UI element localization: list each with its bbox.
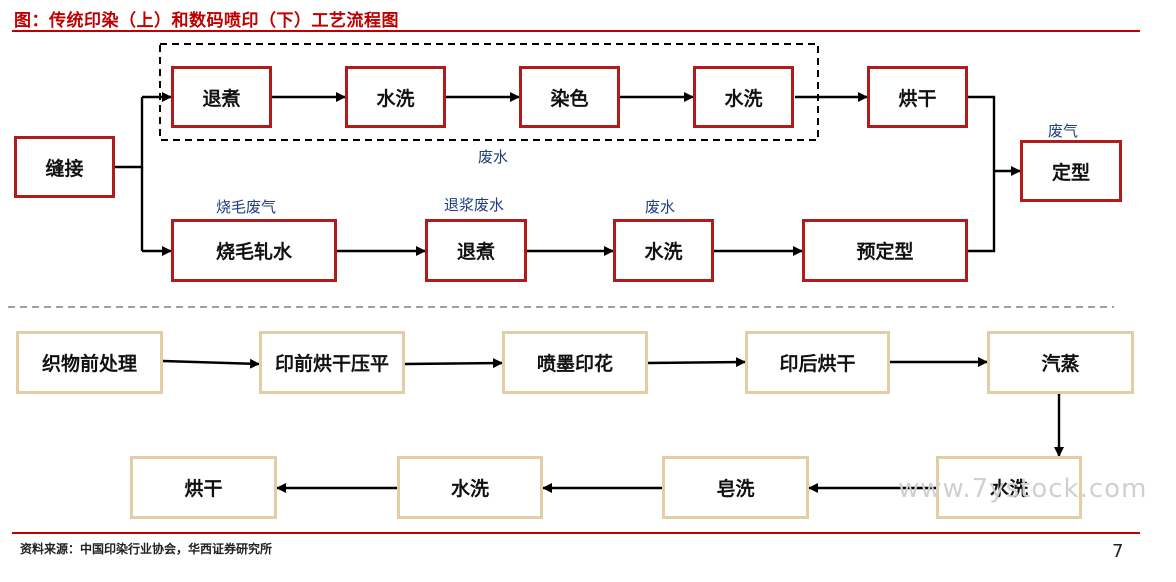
digital-step-8-box: 水洗 xyxy=(397,456,543,519)
digital-step-7-box: 皂洗 xyxy=(662,456,809,519)
footer-rule xyxy=(12,532,1140,534)
digital-step-1-box: 织物前处理 xyxy=(16,331,163,394)
watermark: www.7ystock.com xyxy=(898,474,1148,504)
step-top-1-box: 退煮 xyxy=(171,66,272,128)
step-top-2-box: 水洗 xyxy=(345,66,446,128)
waste-note-wash: 废水 xyxy=(645,198,676,216)
split-connector xyxy=(114,97,144,169)
arrow xyxy=(162,358,260,369)
step-bottom-4-box: 预定型 xyxy=(802,219,968,282)
waste-note-desize: 退浆废水 xyxy=(444,196,505,214)
step-bottom-2-box: 退煮 xyxy=(425,219,527,282)
source-note: 资料来源：中国印染行业协会，华西证券研究所 xyxy=(20,542,273,556)
dashed-group-frame xyxy=(159,43,819,141)
merge-connector-bottom xyxy=(968,171,996,253)
digital-step-3-box: 喷墨印花 xyxy=(502,331,648,394)
figure-title: 图：传统印染（上）和数码喷印（下）工艺流程图 xyxy=(14,11,399,31)
step-top-3-box: 染色 xyxy=(519,66,620,128)
step-top-4-box: 水洗 xyxy=(693,66,794,128)
step-bottom-3-box: 水洗 xyxy=(613,219,714,282)
step-start-box: 缝接 xyxy=(14,136,115,198)
arrow xyxy=(647,357,746,368)
digital-step-6-box: 水洗 xyxy=(936,456,1082,519)
step-top-5-box: 烘干 xyxy=(867,66,968,128)
arrow xyxy=(404,358,503,369)
digital-step-2-box: 印前烘干压平 xyxy=(259,331,405,394)
digital-step-5-box: 汽蒸 xyxy=(987,331,1134,394)
merge-connector-top xyxy=(968,95,996,171)
waste-note-singe: 烧毛废气 xyxy=(216,198,277,216)
step-end-box: 定型 xyxy=(1020,140,1122,202)
title-rule xyxy=(12,30,1140,32)
waste-note-end: 废气 xyxy=(1048,122,1079,140)
step-bottom-1-box: 烧毛轧水 xyxy=(171,219,337,282)
digital-step-9-box: 烘干 xyxy=(130,456,277,519)
digital-step-4-box: 印后烘干 xyxy=(745,331,890,394)
waste-note-dashed-group: 废水 xyxy=(478,148,509,166)
page-number: 7 xyxy=(1112,541,1124,562)
